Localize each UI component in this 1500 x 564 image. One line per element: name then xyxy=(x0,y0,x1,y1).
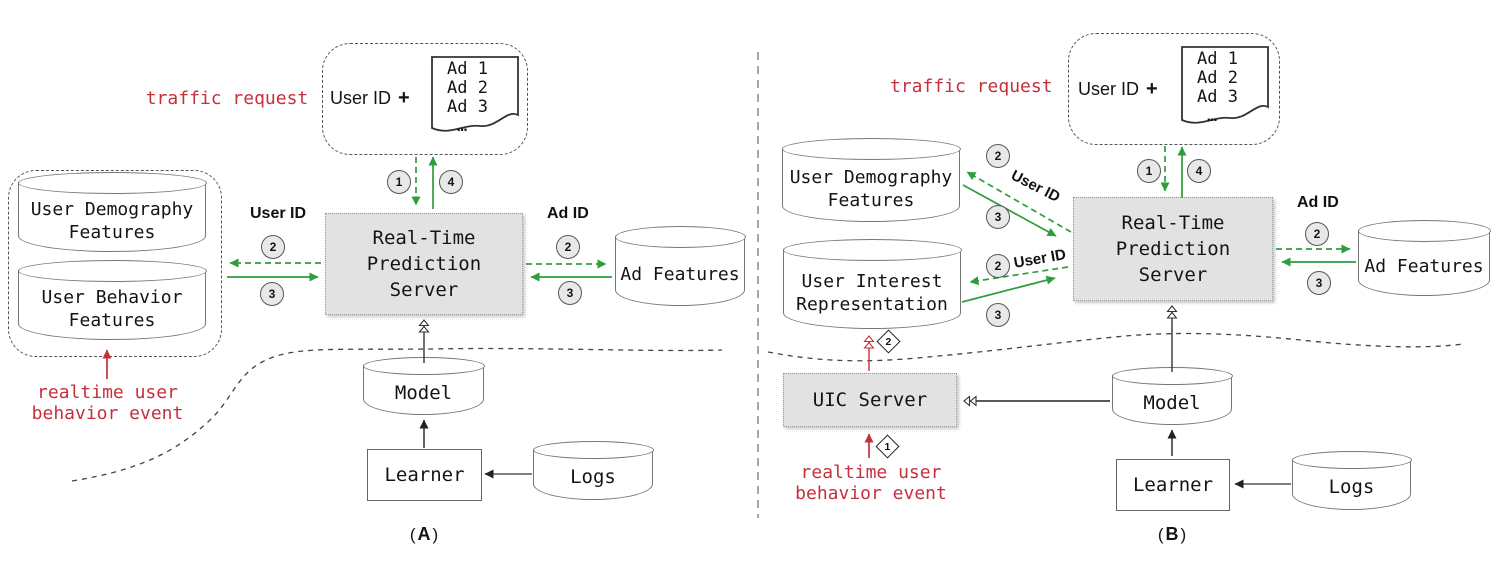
db-label-line: Ad Features xyxy=(620,264,740,285)
event-line: behavior event xyxy=(795,483,947,504)
panel-b-rtp-server: Real-Time Prediction Server xyxy=(1073,197,1273,301)
ad-item: Ad 3 xyxy=(447,97,488,117)
event-line: realtime user xyxy=(37,382,178,403)
panel-b-right-step-badge-3: 3 xyxy=(1307,271,1331,295)
caption-paren: ( xyxy=(409,525,416,544)
panel-b-demog-step-badge-2: 2 xyxy=(986,144,1010,168)
panel-b-traffic-request-label: traffic request xyxy=(890,76,1053,97)
panel-a-user-id-arrow-label: User ID xyxy=(250,205,307,222)
panel-b-realtime-event-label: realtime user behavior event xyxy=(792,462,950,504)
panel-a-ad-id-arrow-label: Ad ID xyxy=(547,205,589,222)
panel-b-uic-server: UIC Server xyxy=(783,373,957,427)
db-label-line: Model xyxy=(1143,391,1201,414)
panel-a-traffic-request-box xyxy=(322,43,528,155)
panel-b-ad-id-arrow-label: Ad ID xyxy=(1297,194,1339,211)
panel-a-user-demography-db: User Demography Features xyxy=(17,172,207,252)
server-line: Prediction xyxy=(366,253,482,275)
server-line: UIC Server xyxy=(812,389,928,411)
event-line: behavior event xyxy=(31,403,184,424)
event-line: realtime user xyxy=(800,462,942,483)
panel-b-step-badge-4: 4 xyxy=(1187,159,1211,183)
server-line: Server xyxy=(389,279,459,301)
ad-item: Ad 1 xyxy=(1197,49,1238,69)
caption-letter: B xyxy=(1165,524,1179,544)
caption-paren: ) xyxy=(1180,525,1187,544)
db-label-line: Ad Features xyxy=(1364,256,1484,277)
panel-b-user-interest-db: User Interest Representation xyxy=(782,239,962,329)
panel-b-user-id-query-label-1: User ID xyxy=(1008,166,1063,206)
panel-b-request-user-id: User ID + xyxy=(1078,78,1158,101)
caption-paren: ) xyxy=(432,525,439,544)
panel-a-step-badge-4: 4 xyxy=(439,170,463,194)
db-label-line: Logs xyxy=(570,466,616,488)
ad-item: Ad 2 xyxy=(1197,68,1238,88)
server-line: Server xyxy=(1138,264,1208,286)
db-label-line: User Behavior xyxy=(41,286,183,308)
panel-b-online-offline-separator xyxy=(767,332,1464,362)
ad-item-ellipsis: … xyxy=(1207,106,1218,126)
panel-a-left-step-badge-3: 3 xyxy=(260,282,284,306)
panel-b-step-badge-1: 1 xyxy=(1137,159,1161,183)
box-label: Learner xyxy=(384,464,465,486)
panel-a-left-step-badge-2: 2 xyxy=(261,235,285,259)
panel-b-diamond-badge-1: 1 xyxy=(875,434,900,459)
box-label: Learner xyxy=(1132,474,1214,496)
panel-b-ad-features-db: Ad Features xyxy=(1357,220,1491,296)
ad-item: Ad 3 xyxy=(1197,87,1238,107)
panel-a-step-badge-1: 1 xyxy=(387,170,411,194)
panel-b-diamond-badge-2: 2 xyxy=(876,329,901,354)
db-label-line: Logs xyxy=(1328,476,1375,498)
db-label-line: Model xyxy=(394,381,453,404)
panel-a-logs-db: Logs xyxy=(532,441,654,500)
panel-a-ad-features-db: Ad Features xyxy=(614,226,746,306)
panel-a-right-step-badge-2: 2 xyxy=(556,235,580,259)
panel-a-ad-list: Ad 1 Ad 2 Ad 3 … xyxy=(447,60,488,136)
server-line: Real-Time xyxy=(372,227,476,249)
ad-item-ellipsis: … xyxy=(457,116,468,136)
panel-b-user-id-text: User ID xyxy=(1078,79,1140,99)
db-label-line: Features xyxy=(68,221,156,243)
panel-b-traffic-request-box xyxy=(1068,33,1280,145)
panel-a-request-user-id: User ID + xyxy=(330,87,410,110)
caption-letter: A xyxy=(417,524,431,544)
panel-a-rtp-server: Real-Time Prediction Server xyxy=(325,213,523,315)
panel-b-arrow-interestdb-to-server xyxy=(961,275,1056,303)
ad-item: Ad 1 xyxy=(447,59,488,79)
panel-b-plus-sign: + xyxy=(1146,78,1158,100)
server-line: Real-Time xyxy=(1121,212,1225,234)
panel-b-model-db: Model xyxy=(1111,367,1233,425)
panel-b-ad-list: Ad 1 Ad 2 Ad 3 … xyxy=(1197,50,1238,126)
panel-b-caption: (B) xyxy=(1148,524,1196,545)
panel-a-right-step-badge-3: 3 xyxy=(558,281,582,305)
db-label-line: Features xyxy=(827,189,915,211)
panel-b-interest-step-badge-2: 2 xyxy=(986,254,1010,278)
panel-a-model-db: Model xyxy=(362,357,485,415)
panel-b-user-id-query-label-2: User ID xyxy=(1012,246,1068,272)
panel-b-right-step-badge-2: 2 xyxy=(1305,222,1329,246)
panel-b-user-demography-db: User Demography Features xyxy=(781,138,961,222)
panel-b-logs-db: Logs xyxy=(1291,451,1412,510)
panel-a-user-behavior-db: User Behavior Features xyxy=(17,260,207,340)
panel-b-learner-box: Learner xyxy=(1116,459,1230,511)
ad-item: Ad 2 xyxy=(447,78,488,98)
db-label-line: User Interest xyxy=(801,270,943,292)
panel-b-demog-step-badge-3: 3 xyxy=(986,205,1010,229)
caption-paren: ( xyxy=(1157,525,1164,544)
db-label-line: Representation xyxy=(796,293,948,315)
db-label-line: Features xyxy=(68,309,156,331)
panel-a-plus-sign: + xyxy=(398,87,410,109)
panel-b-interest-step-badge-3: 3 xyxy=(986,303,1010,327)
db-label-line: User Demography xyxy=(789,166,953,188)
panel-a-user-id-text: User ID xyxy=(330,88,392,108)
panel-a-caption: (A) xyxy=(400,524,448,545)
db-label-line: User Demography xyxy=(30,198,194,220)
server-line: Prediction xyxy=(1115,238,1231,260)
panel-a-learner-box: Learner xyxy=(367,449,482,501)
panel-b-ad-list-document-icon: Ad 1 Ad 2 Ad 3 … xyxy=(1180,45,1270,133)
panel-a-traffic-request-label: traffic request xyxy=(145,88,309,109)
panel-a-realtime-event-label: realtime user behavior event xyxy=(25,382,190,424)
panel-a-ad-list-document-icon: Ad 1 Ad 2 Ad 3 … xyxy=(430,55,520,141)
